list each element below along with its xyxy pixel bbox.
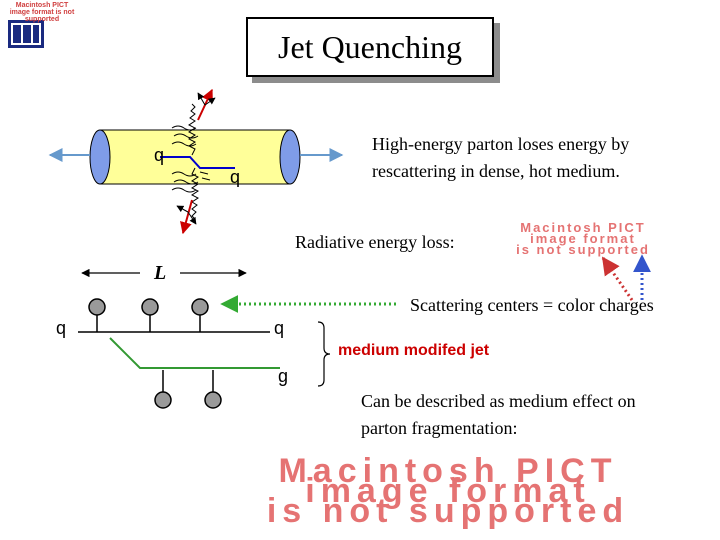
gluon-arrow-down-black2	[187, 211, 197, 225]
radiative-pict-placeholder: Macintosh PICT image format is not suppo…	[494, 220, 672, 257]
footer-pict-line3: is not supported	[266, 492, 630, 530]
medium-jet-label: medium modifed jet	[338, 342, 490, 359]
jet-bracket	[317, 321, 331, 387]
parton-path	[160, 156, 235, 169]
wiggle-lines	[171, 125, 211, 193]
footer-pict-placeholder: Macintosh PICT image format is not suppo…	[218, 454, 678, 530]
diagram-q-left: q	[56, 318, 67, 338]
gluon-up	[188, 103, 196, 156]
radiative-pict-line3: is not supported	[516, 242, 650, 257]
scattering-label: Scattering centers = color charges	[410, 295, 654, 315]
fragmentation-text: Can be described as medium effect on par…	[361, 391, 636, 438]
radiative-pict-line1: Macintosh PICT	[520, 220, 646, 235]
logo-emblem	[8, 20, 44, 48]
gluon-arrow-up-black2	[204, 97, 216, 106]
gluon-arrow-up-black	[197, 92, 206, 106]
gluon-arrow-down-red	[180, 199, 193, 235]
scattering-centers-lower	[154, 370, 222, 409]
diagram-g-label: g	[278, 366, 289, 386]
gluon-down	[191, 167, 199, 220]
tube-q-left: q	[154, 145, 165, 165]
scattering-centers	[88, 298, 209, 332]
title-box: Jet Quenching	[246, 17, 494, 77]
radiative-label: Radiative energy loss:	[295, 232, 455, 252]
gluon-arrow-down-black	[176, 205, 189, 213]
tube-q-right: q	[230, 167, 241, 187]
page-title: Jet Quenching	[278, 28, 462, 65]
gluon-jet-line	[109, 337, 280, 369]
medium-tube	[89, 129, 301, 185]
logo-placeholder-text: Macintosh PICT image format is not suppo…	[9, 2, 75, 23]
tube-description: High-energy parton loses energy by resca…	[372, 134, 630, 181]
radiative-pict-line2: image format	[530, 231, 636, 246]
diagram-q-right: q	[274, 318, 285, 338]
length-label: L	[154, 262, 167, 284]
radiative-dotted-arrow-red	[601, 256, 634, 301]
